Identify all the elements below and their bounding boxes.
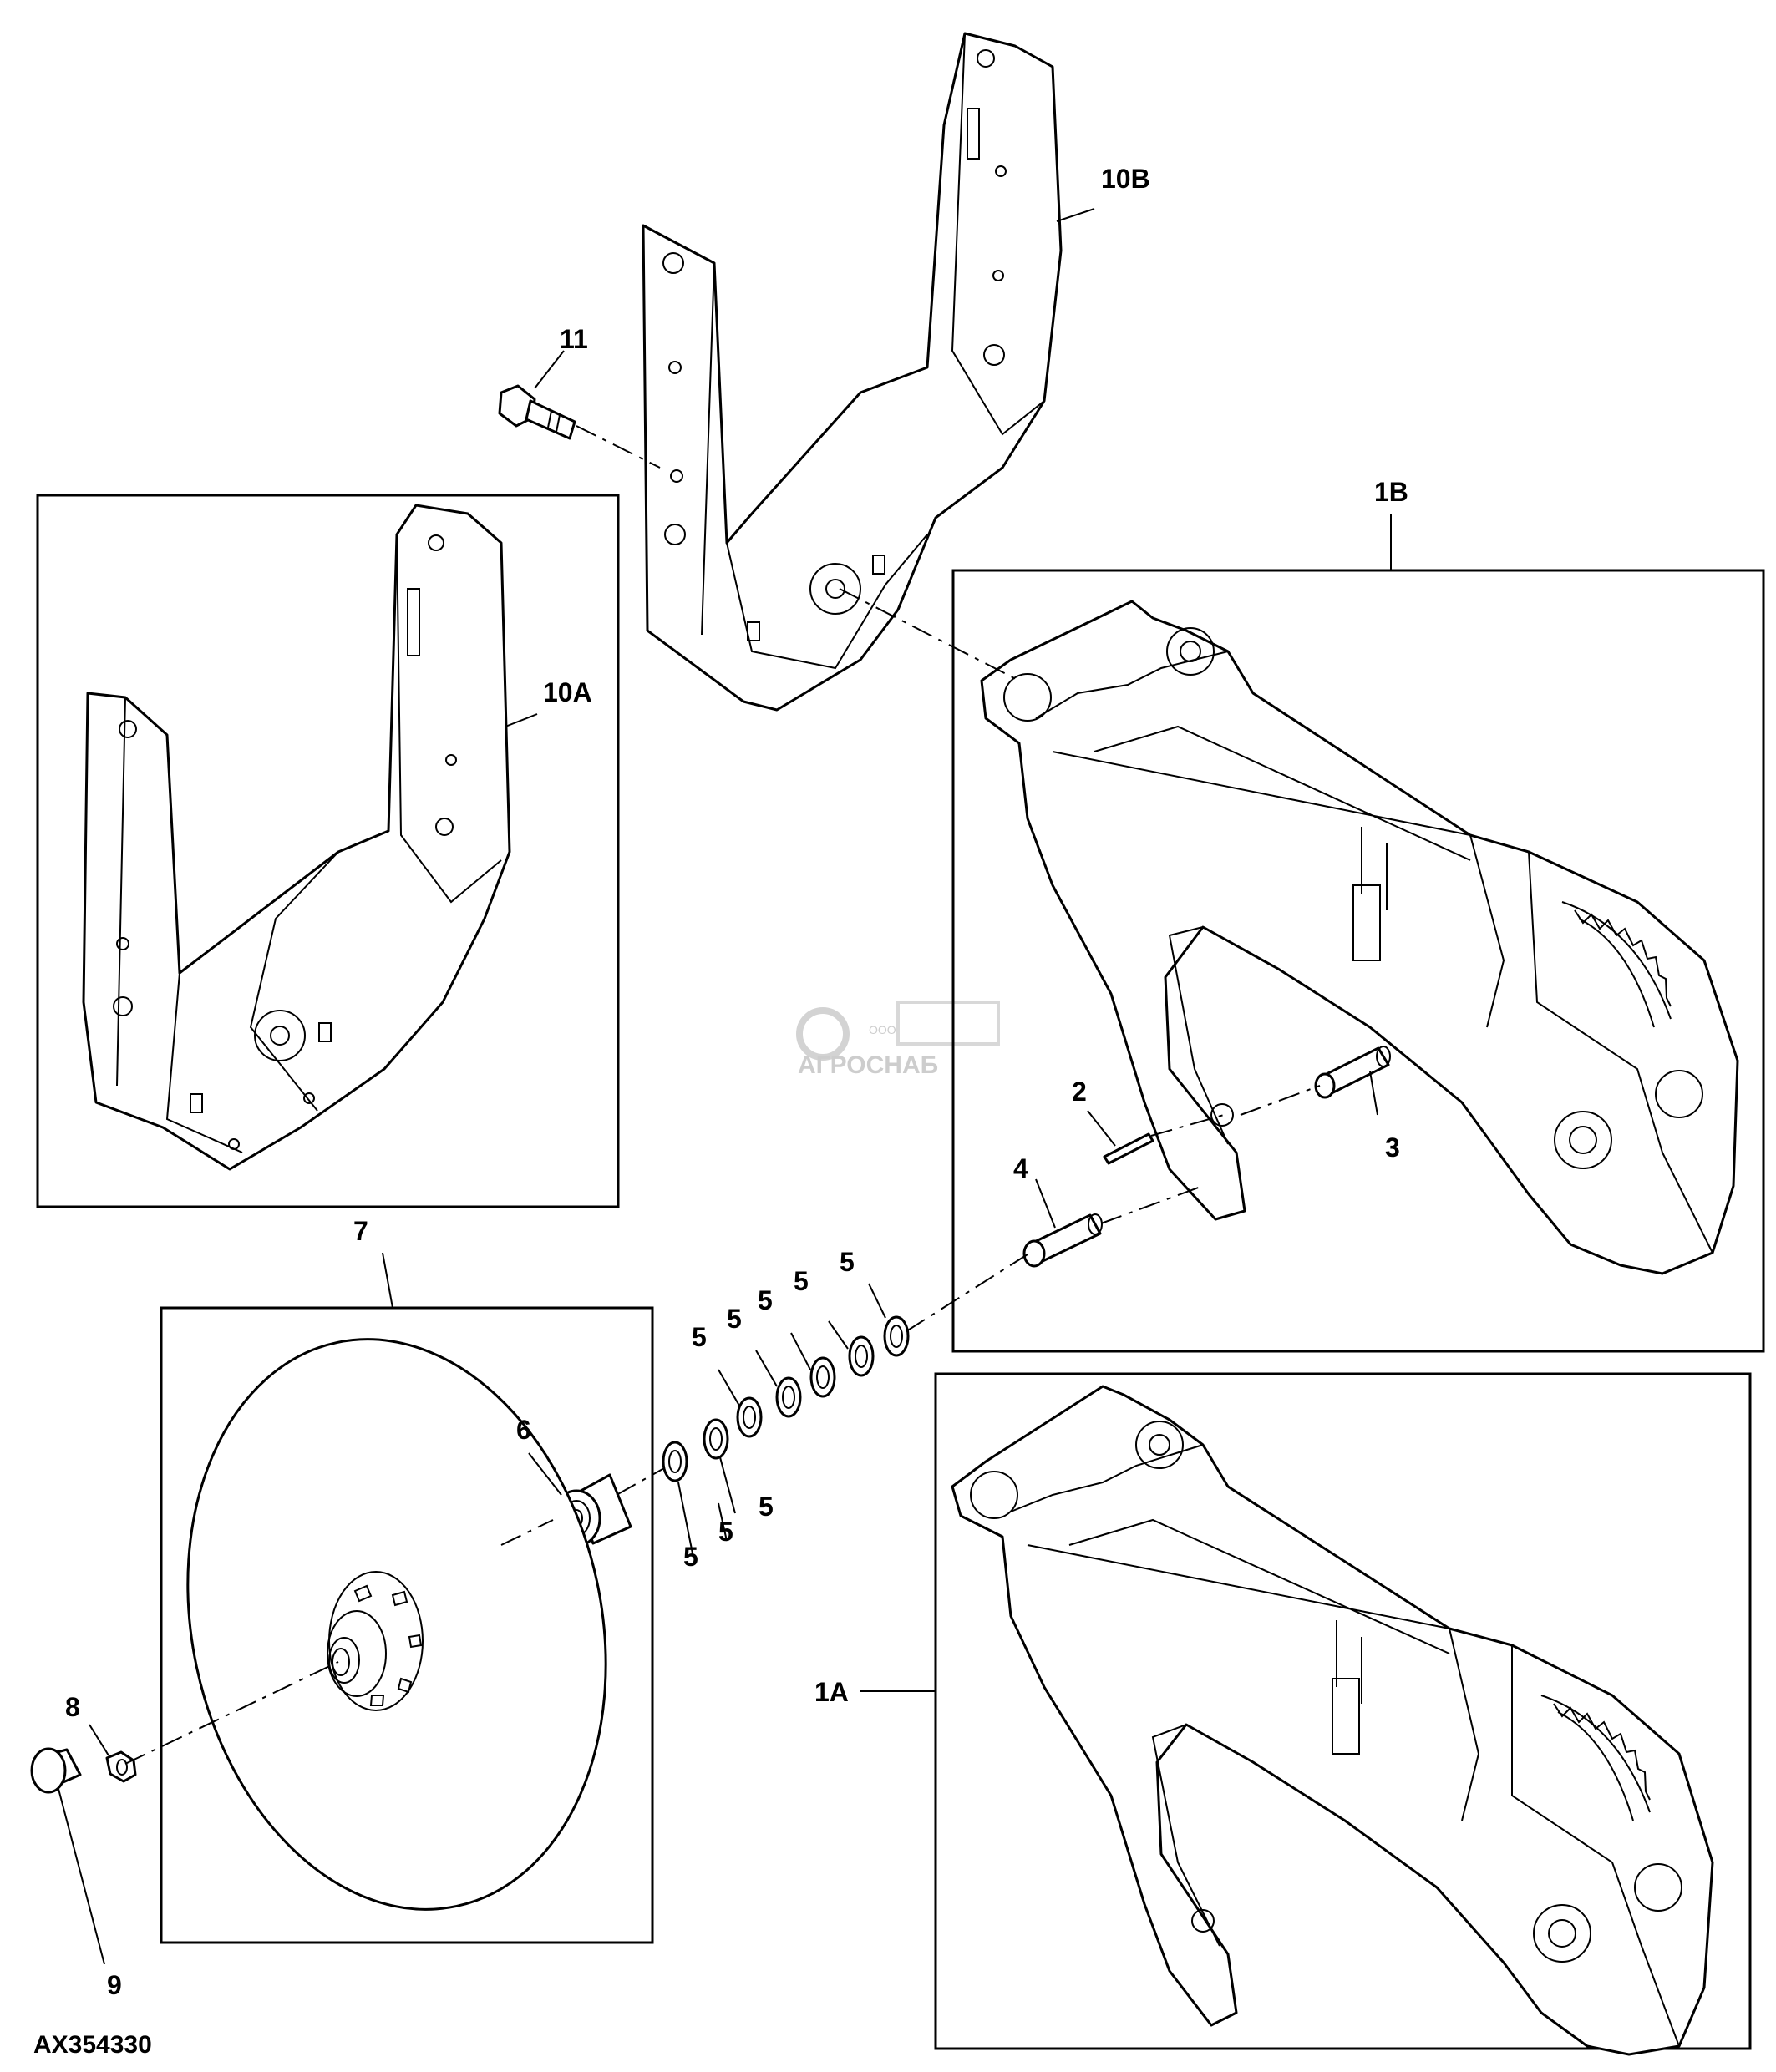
washers-5 bbox=[662, 1315, 910, 1482]
disc-blade-7 bbox=[186, 1338, 607, 1911]
pin-2 bbox=[1103, 1132, 1154, 1165]
callout-6: 6 bbox=[516, 1415, 531, 1445]
callout-5-e: 5 bbox=[692, 1322, 707, 1352]
leader-lines bbox=[58, 208, 1392, 1965]
watermark: ООО АГРОСНАБ bbox=[796, 1001, 1000, 1079]
callout-9: 9 bbox=[107, 1970, 122, 2000]
callout-5-h: 5 bbox=[683, 1542, 698, 1572]
callout-4: 4 bbox=[1013, 1153, 1028, 1183]
callout-10B: 10B bbox=[1101, 164, 1150, 194]
callout-5-d: 5 bbox=[727, 1304, 742, 1334]
bolt-11 bbox=[498, 384, 576, 440]
callout-1A: 1A bbox=[814, 1677, 849, 1707]
bracket-10B bbox=[642, 32, 1063, 712]
arm-1B-adjustment-teeth bbox=[1574, 909, 1672, 1007]
callout-5-g: 5 bbox=[718, 1517, 733, 1547]
nut-8 bbox=[105, 1750, 137, 1783]
callout-2: 2 bbox=[1072, 1077, 1087, 1107]
disc-hub-bolts bbox=[353, 1584, 423, 1706]
callout-5-f: 5 bbox=[759, 1492, 774, 1522]
watermark-prefix: ООО bbox=[869, 1023, 896, 1036]
cap-9 bbox=[30, 1747, 82, 1794]
assembly-lines bbox=[124, 425, 1321, 1765]
callout-3: 3 bbox=[1385, 1132, 1400, 1163]
opener-arm-1A bbox=[951, 1385, 1714, 2056]
callout-11: 11 bbox=[560, 324, 588, 354]
arm-1A-adjustment-teeth bbox=[1553, 1703, 1651, 1801]
callout-5-a: 5 bbox=[840, 1247, 855, 1277]
callout-5-b: 5 bbox=[794, 1266, 809, 1296]
pin-4 bbox=[1022, 1213, 1103, 1268]
callout-5-c: 5 bbox=[758, 1285, 773, 1315]
callout-8: 8 bbox=[65, 1692, 80, 1722]
figure-code: AX354330 bbox=[33, 2031, 152, 2059]
inset-frame-1B bbox=[951, 569, 1765, 1353]
callout-10A: 10A bbox=[543, 677, 592, 707]
callout-1B: 1B bbox=[1374, 477, 1408, 507]
watermark-text: АГРОСНАБ bbox=[798, 1051, 938, 1079]
callout-7: 7 bbox=[353, 1216, 368, 1246]
bracket-10A bbox=[82, 504, 511, 1171]
inset-frame-10A bbox=[36, 494, 620, 1208]
inset-frame-1A bbox=[934, 1372, 1752, 2050]
pin-3 bbox=[1314, 1046, 1391, 1099]
callout-labels: 10B 11 10A 1B 2 3 4 7 5 5 5 5 5 5 5 5 6 … bbox=[65, 164, 1408, 2000]
inset-frame-7 bbox=[160, 1306, 654, 1944]
opener-arm-1B bbox=[980, 600, 1739, 1275]
